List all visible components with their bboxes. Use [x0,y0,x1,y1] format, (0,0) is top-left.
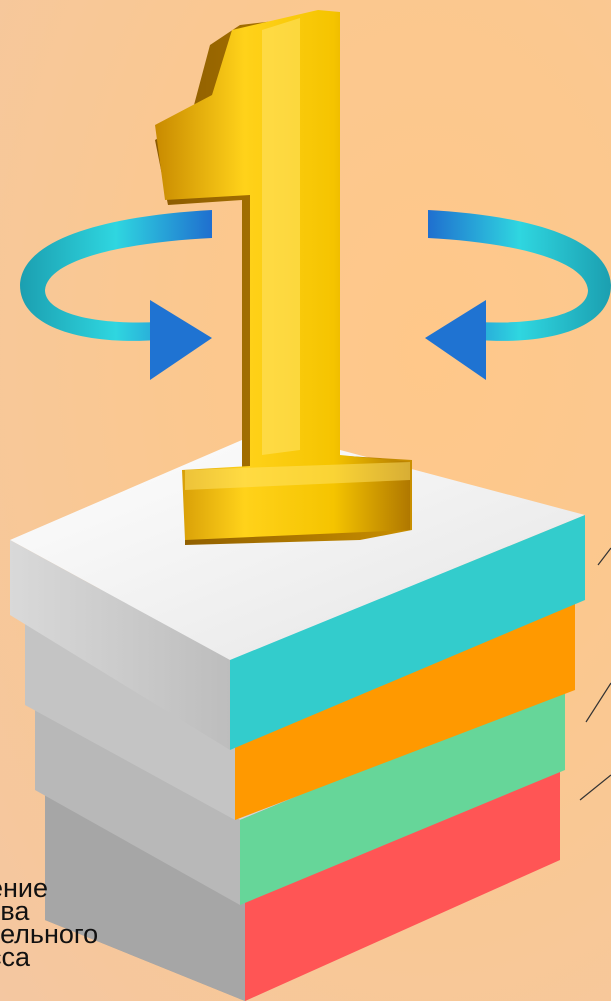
caption-text: ение тва тельного сса [0,877,98,969]
rotate-arrow-right-icon [425,210,611,380]
caption-line-4: сса [0,946,98,969]
rotate-arrow-left-icon [20,210,212,380]
